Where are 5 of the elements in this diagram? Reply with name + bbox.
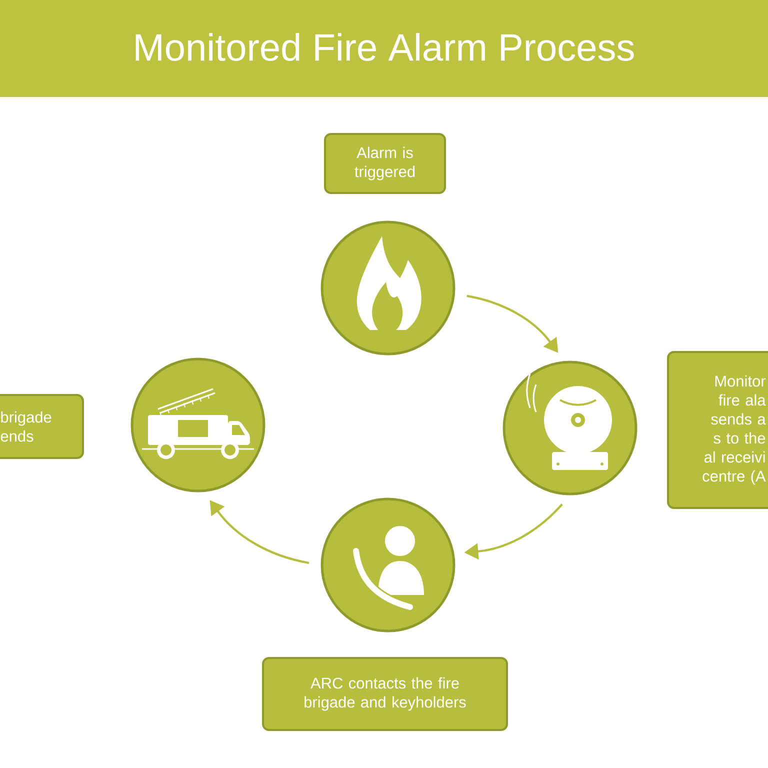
- step-box: brigade ends: [0, 394, 84, 459]
- step-box: Monitor fire ala sends a s to the al receivi centre (A: [667, 351, 768, 509]
- title-banner: Monitored Fire Alarm Process: [0, 0, 768, 97]
- step-box: ARC contacts the fire brigade and keyholders: [262, 657, 508, 731]
- step-box: Alarm is triggered: [324, 133, 446, 194]
